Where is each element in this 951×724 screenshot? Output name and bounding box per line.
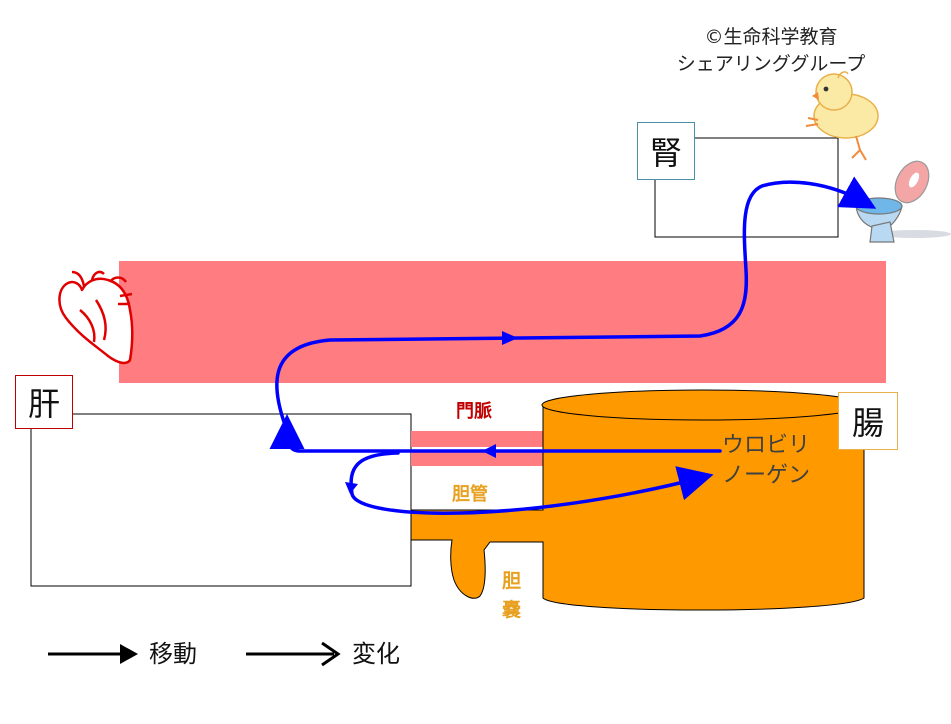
legend-move-label: 移動 <box>149 640 197 668</box>
liver-box <box>30 413 412 587</box>
liver-label-text: 肝 <box>27 385 60 423</box>
portal-vein-lower <box>411 452 551 466</box>
intestine-shape <box>410 389 865 611</box>
arrow-head-portal <box>482 444 496 458</box>
gallbladder-label-2: 嚢 <box>502 599 522 621</box>
legend-arrows <box>48 641 341 667</box>
arrow-head-vessel <box>502 331 518 345</box>
copyright-line1: ©生命科学教育 <box>704 26 838 48</box>
arrow-intestine-to-liver <box>269 414 722 453</box>
kidney-label-text: 腎 <box>649 134 682 172</box>
arrow-liver-to-intestine <box>349 451 714 515</box>
portal-vein-label: 門脈 <box>456 401 492 422</box>
toilet-icon <box>855 160 951 243</box>
blood-vessel <box>119 261 886 383</box>
copyright-line2: シェアリンググループ <box>676 53 866 75</box>
copyright: ©生命科学教育 シェアリンググループ <box>660 24 882 78</box>
chick-icon <box>805 71 879 161</box>
urobilinogen-label-1: ウロビリ <box>722 433 811 458</box>
kidney-label: 腎 <box>637 122 695 180</box>
gallbladder-label-1: 胆 <box>502 570 522 592</box>
intestine-label-text: 腸 <box>851 404 884 442</box>
arrow-liver-to-kidney <box>275 176 877 424</box>
urobilinogen-label-2: ノーゲン <box>722 463 811 488</box>
bile-duct-label: 胆管 <box>452 484 488 505</box>
legend-change-label: 変化 <box>352 640 400 668</box>
arrow-head-liver-mid <box>345 482 358 494</box>
intestine-label: 腸 <box>838 392 898 450</box>
liver-label: 肝 <box>15 375 73 429</box>
heart-icon <box>58 270 134 365</box>
portal-vein <box>411 431 551 447</box>
